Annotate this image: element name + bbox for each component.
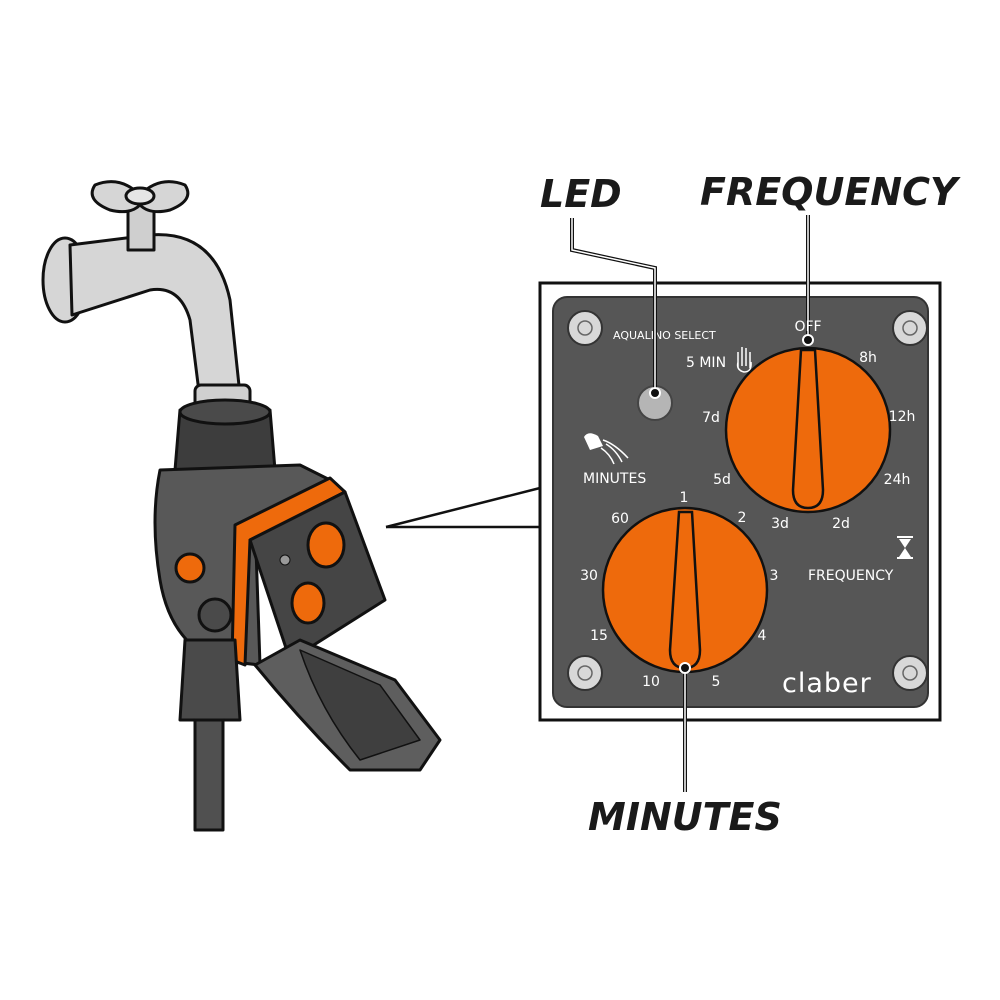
minutes_dial-tick-label: 60: [611, 511, 629, 527]
frequency_dial-tick-label: 3d: [771, 516, 789, 532]
frequency_dial-tick-label: 8h: [859, 350, 877, 366]
minutes-panel-label: MINUTES: [583, 471, 646, 487]
faucet-illustration: [41, 180, 442, 832]
minutes_dial-tick-label: 15: [590, 628, 608, 644]
minutes_dial-tick-label: 10: [642, 674, 660, 690]
screw-icon: [892, 310, 928, 346]
minutes_dial-tick-label: 4: [758, 628, 767, 644]
frequency-dial[interactable]: [724, 346, 892, 514]
hand-icon: [736, 347, 752, 373]
minutes_dial-tick-label: 3: [770, 568, 779, 584]
frequency_dial-tick-label: 7d: [702, 410, 720, 426]
minutes_dial-tick-label: 5: [712, 674, 721, 690]
frequency_dial-tick-label: 5d: [713, 472, 731, 488]
screw-icon: [892, 655, 928, 691]
minutes_dial-tick-label: 2: [738, 510, 747, 526]
screw-icon: [567, 310, 603, 346]
minutes_dial-tick-label: 1: [680, 490, 689, 506]
frequency_dial-tick-label: 24h: [884, 472, 911, 488]
frequency_dial-tick-label: 2d: [832, 516, 850, 532]
callout-led: LED: [540, 172, 622, 216]
hourglass-icon: [897, 536, 913, 559]
minutes-dial[interactable]: [601, 506, 769, 674]
watering-can-icon: [584, 433, 629, 465]
frequency-panel-label: FREQUENCY: [808, 568, 894, 584]
screw-icon: [567, 655, 603, 691]
callout-frequency: FREQUENCY: [700, 170, 961, 214]
minutes_dial-tick-label: 30: [580, 568, 598, 584]
frequency_dial-tick-label: OFF: [794, 319, 821, 335]
brand-logo: claber: [782, 668, 872, 699]
screw-icon: [567, 310, 928, 691]
callout-minutes: MINUTES: [588, 795, 782, 839]
frequency_dial-tick-label: 12h: [889, 409, 916, 425]
model-label: AQUALINO SELECT: [613, 329, 716, 342]
manual-5min-label: 5 MIN: [686, 355, 726, 371]
zoom-wedge: [385, 486, 541, 529]
